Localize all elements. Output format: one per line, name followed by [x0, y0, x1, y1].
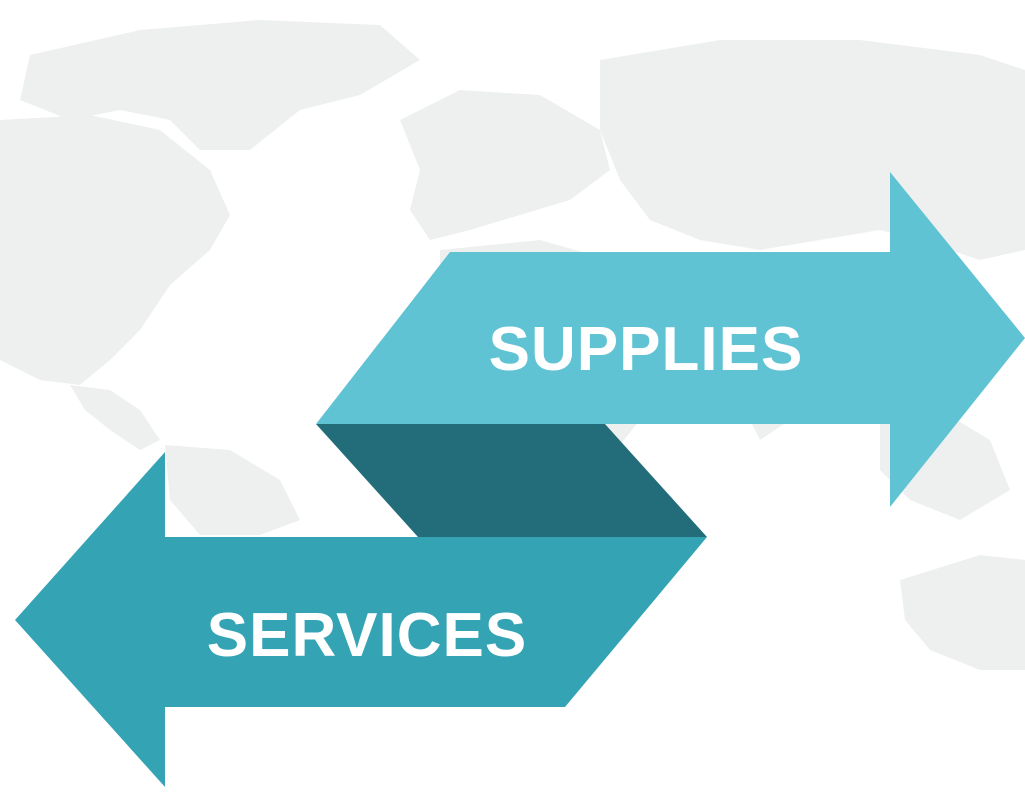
supplies-arrow-shape — [316, 172, 1025, 507]
supplies-label: SUPPLIES — [489, 315, 804, 384]
services-arrow-shape — [15, 452, 707, 787]
connector-band — [316, 424, 707, 537]
services-label: SERVICES — [207, 601, 527, 670]
supplies-arrow: SUPPLIES — [316, 172, 1025, 507]
services-arrow: SERVICES — [15, 452, 707, 787]
